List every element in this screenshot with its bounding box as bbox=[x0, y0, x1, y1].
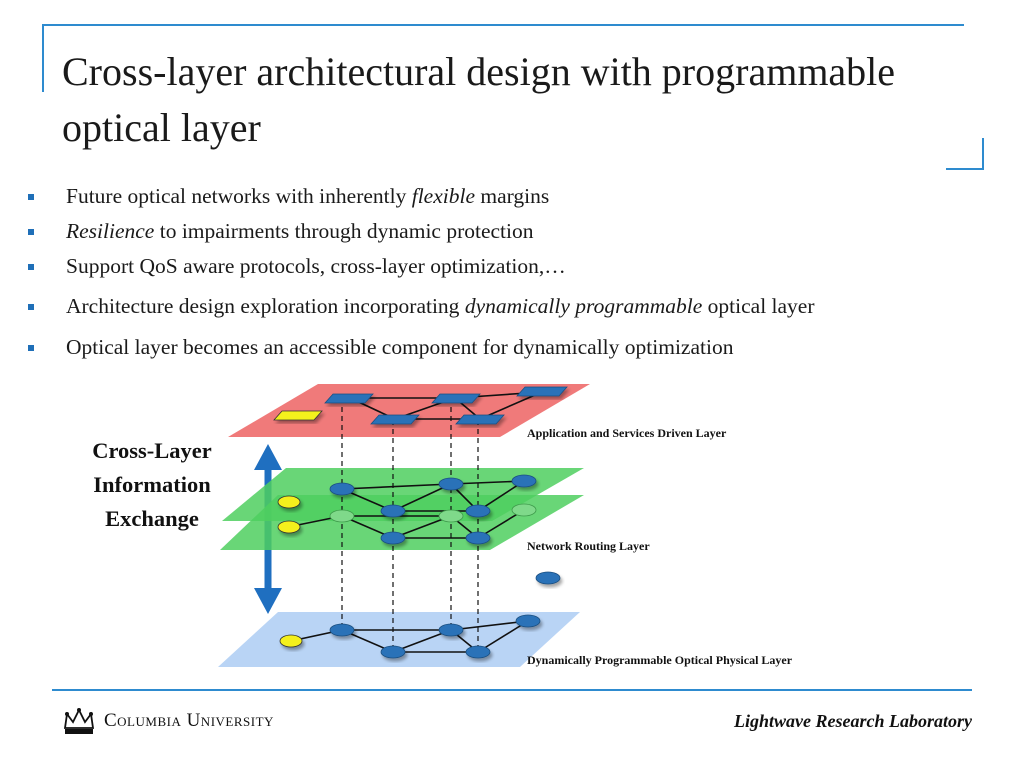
bullet-text: Future optical networks with inherently … bbox=[66, 184, 549, 208]
emphasis-text: Resilience bbox=[66, 219, 155, 243]
routing-node bbox=[438, 477, 464, 491]
frame-corner-vertical bbox=[982, 138, 984, 170]
service-node bbox=[455, 414, 505, 425]
application-layer-label: Application and Services Driven Layer bbox=[527, 426, 727, 440]
bullet-item: Resilience to impairments through dynami… bbox=[24, 217, 1004, 245]
routing-node bbox=[380, 531, 406, 545]
frame-top-line bbox=[42, 24, 964, 26]
physical-node bbox=[380, 645, 406, 659]
physical-layer-label: Dynamically Programmable Optical Physica… bbox=[527, 653, 793, 667]
service-node bbox=[370, 414, 420, 425]
slide-title: Cross-layer architectural design with pr… bbox=[62, 49, 896, 150]
service-node bbox=[324, 393, 374, 404]
physical-node bbox=[515, 614, 541, 628]
bullet-text-run: Future optical networks with inherently bbox=[66, 184, 412, 208]
bullet-text-run: optical layer bbox=[702, 294, 815, 318]
bullet-square-icon bbox=[28, 194, 34, 200]
bullet-item: Future optical networks with inherently … bbox=[24, 182, 1004, 210]
physical-layer-network bbox=[279, 614, 541, 659]
frame-left-line bbox=[42, 24, 44, 92]
service-node bbox=[431, 393, 481, 404]
bullet-text: Resilience to impairments through dynami… bbox=[66, 219, 534, 243]
routing-layer-label: Network Routing Layer bbox=[527, 539, 650, 553]
bullet-text: Optical layer becomes an accessible comp… bbox=[66, 335, 733, 359]
lab-name: Lightwave Research Laboratory bbox=[734, 711, 972, 731]
bullet-square-icon bbox=[28, 229, 34, 235]
bullet-list: Future optical networks with inherently … bbox=[24, 182, 1004, 361]
bullet-item: Optical layer becomes an accessible comp… bbox=[24, 333, 1004, 361]
cross-layer-label-line: Information bbox=[93, 472, 211, 497]
cross-layer-label-line: Exchange bbox=[105, 506, 199, 531]
bullet-text-run: Architecture design exploration incorpor… bbox=[66, 294, 465, 318]
bullet-text-run: Optical layer becomes an accessible comp… bbox=[66, 335, 734, 359]
cross-layer-label: Cross-Layer Information Exchange bbox=[72, 434, 232, 536]
service-node-highlight bbox=[273, 410, 323, 421]
application-layer-network bbox=[273, 386, 568, 425]
physical-node bbox=[329, 623, 355, 637]
routing-node bbox=[329, 482, 355, 496]
routing-node bbox=[465, 504, 491, 518]
routing-node-highlight bbox=[277, 520, 301, 534]
frame-corner-horizontal bbox=[946, 168, 984, 170]
bullet-text-run: margins bbox=[475, 184, 550, 208]
university-name: Columbia University bbox=[104, 710, 274, 731]
routing-node bbox=[465, 531, 491, 545]
service-node bbox=[516, 386, 568, 397]
emphasis-text: dynamically programmable bbox=[464, 294, 703, 318]
bullet-text-run: to impairments through dynamic protectio… bbox=[154, 219, 534, 243]
bullet-square-icon bbox=[28, 345, 34, 351]
routing-node-faded bbox=[511, 503, 537, 517]
layer-stack-diagram: Application and Services Driven Layer Ne… bbox=[218, 384, 793, 667]
routing-layer-plane-upper bbox=[222, 468, 584, 521]
columbia-logo: Columbia University bbox=[62, 704, 274, 738]
routing-node-faded bbox=[329, 509, 355, 523]
bullet-square-icon bbox=[28, 264, 34, 270]
application-layer-plane bbox=[228, 384, 590, 437]
layer-connectors bbox=[341, 398, 479, 652]
bullet-square-icon bbox=[28, 304, 34, 310]
standalone-node bbox=[535, 571, 561, 585]
bullet-item: Support QoS aware protocols, cross-layer… bbox=[24, 252, 1004, 280]
routing-node bbox=[380, 504, 406, 518]
physical-node bbox=[438, 623, 464, 637]
cross-layer-label-line: Cross-Layer bbox=[92, 438, 212, 463]
routing-node bbox=[511, 474, 537, 488]
bullet-text: Architecture design exploration incorpor… bbox=[66, 294, 815, 318]
routing-node-faded bbox=[438, 509, 464, 523]
routing-node-highlight bbox=[277, 495, 301, 509]
physical-node-highlight bbox=[279, 634, 303, 648]
bullet-text: Support QoS aware protocols, cross-layer… bbox=[66, 254, 566, 278]
routing-layer-network bbox=[277, 474, 561, 585]
crown-icon bbox=[63, 707, 95, 734]
bullet-text-run: Support QoS aware protocols, cross-layer… bbox=[66, 254, 566, 278]
bullet-item: Architecture design exploration incorpor… bbox=[24, 292, 1004, 320]
footer-divider bbox=[52, 689, 972, 691]
physical-node bbox=[465, 645, 491, 659]
emphasis-text: flexible bbox=[411, 184, 476, 208]
